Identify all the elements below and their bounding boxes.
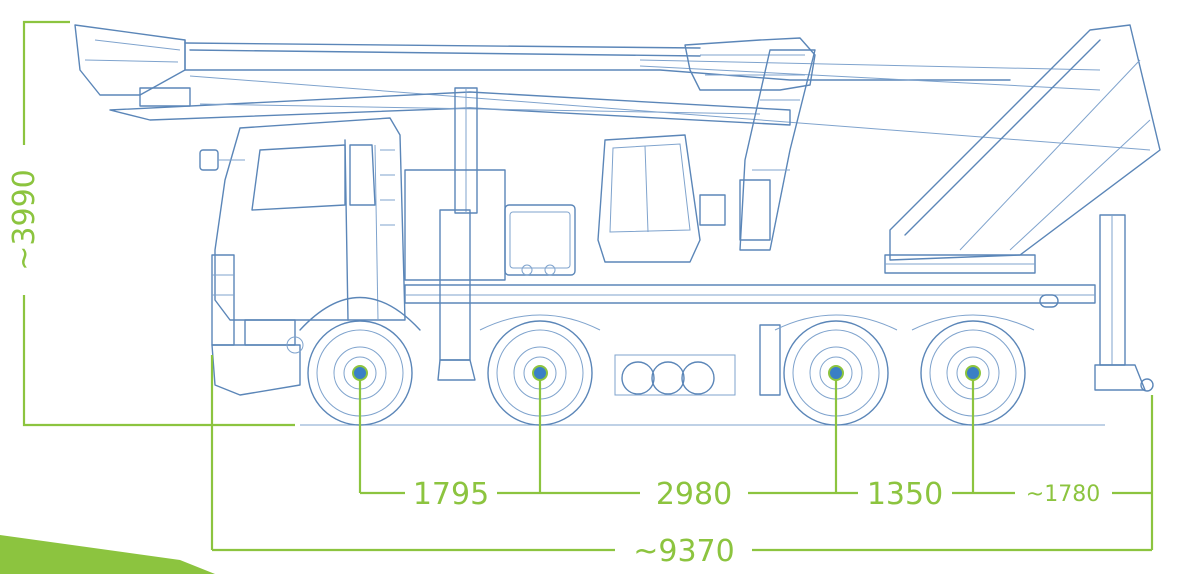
axle-spacing-1-2: 1795 (413, 477, 489, 512)
dimension-lines (22, 20, 1154, 552)
operator-cabin (597, 134, 701, 263)
cab (199, 117, 421, 396)
axle-spacing-2-3: 2980 (656, 477, 732, 512)
axle-spacing-3-4: 1350 (867, 477, 943, 512)
boom (74, 24, 1161, 261)
corner-wedge (0, 535, 215, 574)
total-length-dimension: ~9370 (633, 534, 734, 569)
chassis (404, 134, 1154, 396)
rear-overhang-dimension: ~1780 (1026, 482, 1100, 507)
height-dimension: ~3990 (7, 169, 42, 270)
